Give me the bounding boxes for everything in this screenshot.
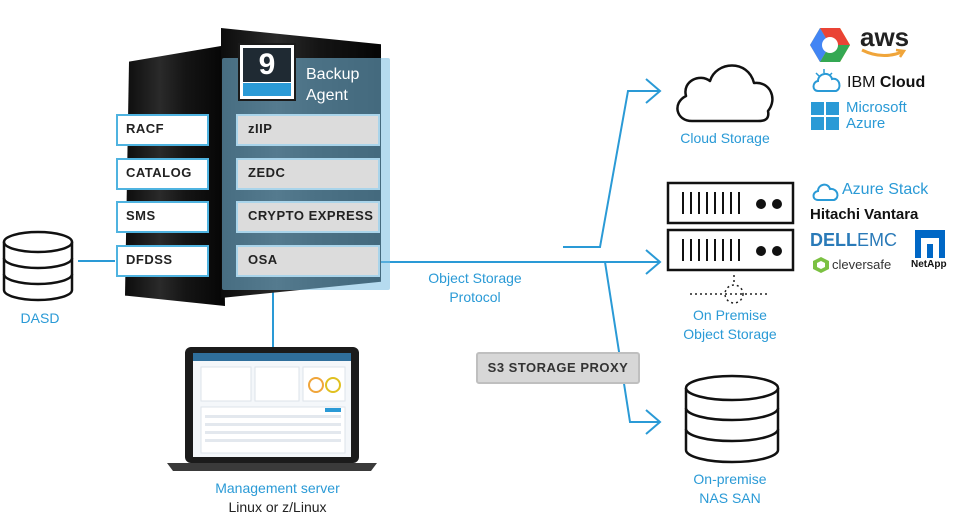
management-server-label: Management server bbox=[215, 480, 340, 496]
dasd-icon bbox=[2, 230, 74, 302]
module-crypto-express: CRYPTO EXPRESS bbox=[236, 201, 380, 233]
module-catalog: CATALOG bbox=[116, 158, 209, 190]
azure-stack-cloud-icon bbox=[812, 183, 839, 201]
backup-agent-label: Backup Agent bbox=[306, 66, 360, 104]
object-storage-label: On Premise Object Storage bbox=[683, 307, 777, 342]
google-cloud-logo-icon bbox=[810, 28, 850, 62]
cleversafe-logo: cleversafe bbox=[832, 257, 892, 272]
nas-san-label: On-premise NAS SAN bbox=[693, 471, 767, 506]
management-os-label: Linux or z/Linux bbox=[228, 499, 327, 515]
cloud-arrowhead bbox=[645, 78, 662, 104]
netapp-logo: NetApp bbox=[911, 259, 947, 270]
s3-storage-proxy: S3 STORAGE PROXY bbox=[476, 352, 640, 384]
netapp-icon bbox=[915, 230, 945, 258]
cloud-connector bbox=[563, 90, 660, 248]
module-sms: SMS bbox=[116, 201, 209, 233]
object-arrowhead bbox=[645, 249, 662, 275]
module-osa: OSA bbox=[236, 245, 380, 277]
module-zedc: ZEDC bbox=[236, 158, 380, 190]
protocol-label: Object Storage Protocol bbox=[428, 270, 522, 305]
module-ziip: zIIP bbox=[236, 114, 380, 146]
object-storage-servers-icon bbox=[666, 181, 795, 272]
cleversafe-icon bbox=[813, 257, 829, 273]
dell-emc-logo: DELLEMC bbox=[810, 230, 897, 250]
laptop-icon bbox=[167, 347, 377, 471]
aws-smile-icon bbox=[861, 48, 907, 58]
microsoft-azure-logo: Microsoft Azure bbox=[846, 99, 907, 132]
nas-connector bbox=[575, 261, 660, 423]
cloud-storage-label: Cloud Storage bbox=[680, 130, 770, 146]
dasd-label: DASD bbox=[20, 310, 60, 326]
ibm-cloud-logo: IBM Cloud bbox=[847, 74, 926, 91]
azure-stack-logo: Azure Stack bbox=[842, 181, 929, 198]
nas-san-icon bbox=[684, 374, 780, 464]
aws-logo: aws bbox=[860, 22, 910, 52]
backup-agent-logo: 9 bbox=[238, 43, 296, 101]
module-dfdss: DFDSS bbox=[116, 245, 209, 277]
microsoft-windows-icon bbox=[811, 102, 839, 130]
nas-arrowhead bbox=[645, 409, 662, 435]
cloud-icon bbox=[676, 64, 774, 123]
ibm-cloud-icon bbox=[812, 69, 841, 92]
hitachi-vantara-logo: Hitachi Vantara bbox=[810, 206, 919, 223]
module-racf: RACF bbox=[116, 114, 209, 146]
